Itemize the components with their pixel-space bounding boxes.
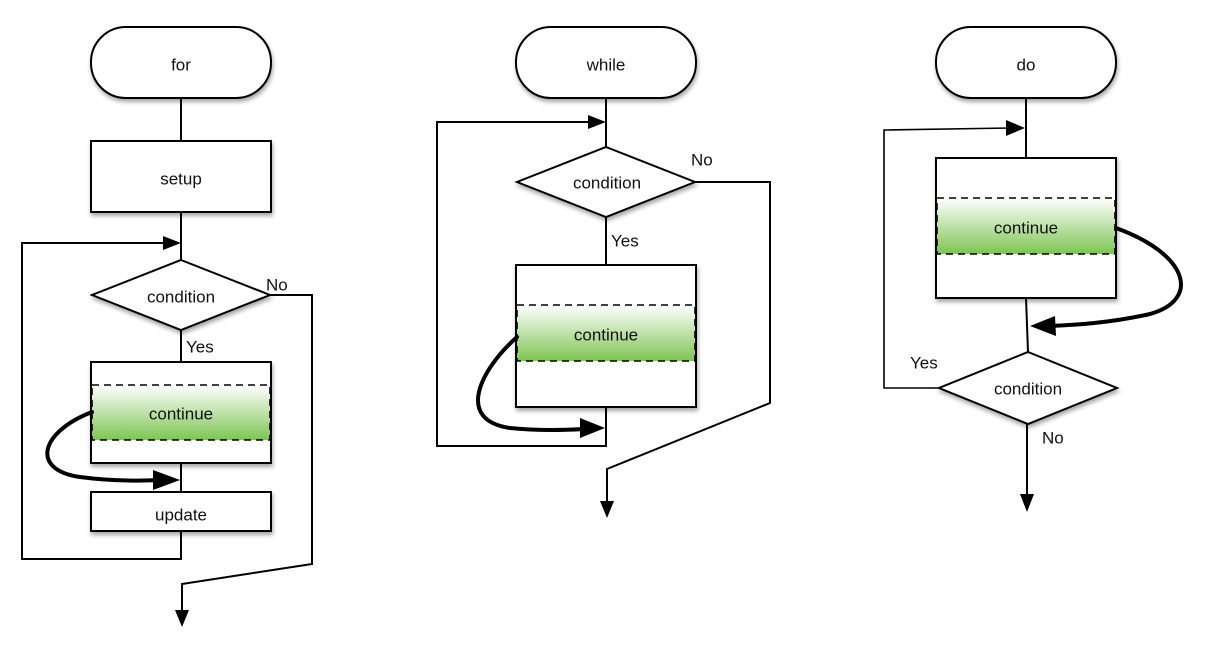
for-start-terminal xyxy=(90,26,272,99)
do-yes-label: Yes xyxy=(910,354,938,373)
while-condition-diamond xyxy=(514,145,698,219)
for-loop-back-line xyxy=(21,242,182,560)
while-start-terminal xyxy=(515,26,697,99)
while-continue-arrowhead xyxy=(580,418,605,438)
while-continue-curve xyxy=(476,335,587,432)
do-exit-arrowhead xyxy=(1020,494,1034,512)
for-condition-diamond xyxy=(89,258,273,332)
while-flowchart: while condition No Yes continue xyxy=(436,26,771,518)
while-start-label: while xyxy=(586,56,626,75)
do-flowchart: do continue condition Yes No xyxy=(883,26,1183,512)
do-connector-body-condition xyxy=(1025,297,1029,353)
do-continue-label: continue xyxy=(994,219,1058,238)
for-no-label: No xyxy=(266,276,288,295)
for-continue-arrowhead xyxy=(153,470,180,490)
for-continue-curve xyxy=(45,410,164,483)
while-exit-line xyxy=(606,181,771,503)
for-continue-label: continue xyxy=(149,405,213,424)
for-setup-box xyxy=(90,140,272,213)
for-loop-back-arrowhead xyxy=(163,236,181,250)
do-continue-arrowhead xyxy=(1030,316,1056,336)
do-loop-back-arrowhead xyxy=(1006,120,1025,136)
while-exit-arrowhead xyxy=(600,501,614,518)
do-loop-back-line xyxy=(883,127,1011,389)
for-setup-label: setup xyxy=(160,170,202,189)
while-continue-label: continue xyxy=(574,326,638,345)
do-condition-label: condition xyxy=(994,380,1062,399)
do-continue-curve xyxy=(1046,226,1183,328)
while-no-label: No xyxy=(691,151,713,170)
for-start-label: for xyxy=(171,56,191,75)
do-condition-diamond xyxy=(936,350,1120,426)
do-start-label: do xyxy=(1017,56,1036,75)
do-no-label: No xyxy=(1042,429,1064,448)
for-exit-line xyxy=(181,294,313,612)
while-continue-region xyxy=(516,304,696,362)
for-continue-region xyxy=(91,384,271,441)
for-yes-label: Yes xyxy=(186,338,214,357)
while-condition-label: condition xyxy=(573,174,641,193)
do-start-terminal xyxy=(935,26,1117,99)
for-condition-label: condition xyxy=(147,288,215,307)
for-update-label: update xyxy=(155,506,207,525)
for-flowchart: for setup condition No Yes continue upda… xyxy=(21,26,313,627)
do-continue-region xyxy=(936,197,1116,255)
while-loop-back-arrowhead xyxy=(588,115,606,129)
for-exit-arrowhead xyxy=(175,610,189,627)
for-update-box xyxy=(90,491,272,532)
while-loop-back-line xyxy=(436,121,607,447)
while-yes-label: Yes xyxy=(611,232,639,251)
